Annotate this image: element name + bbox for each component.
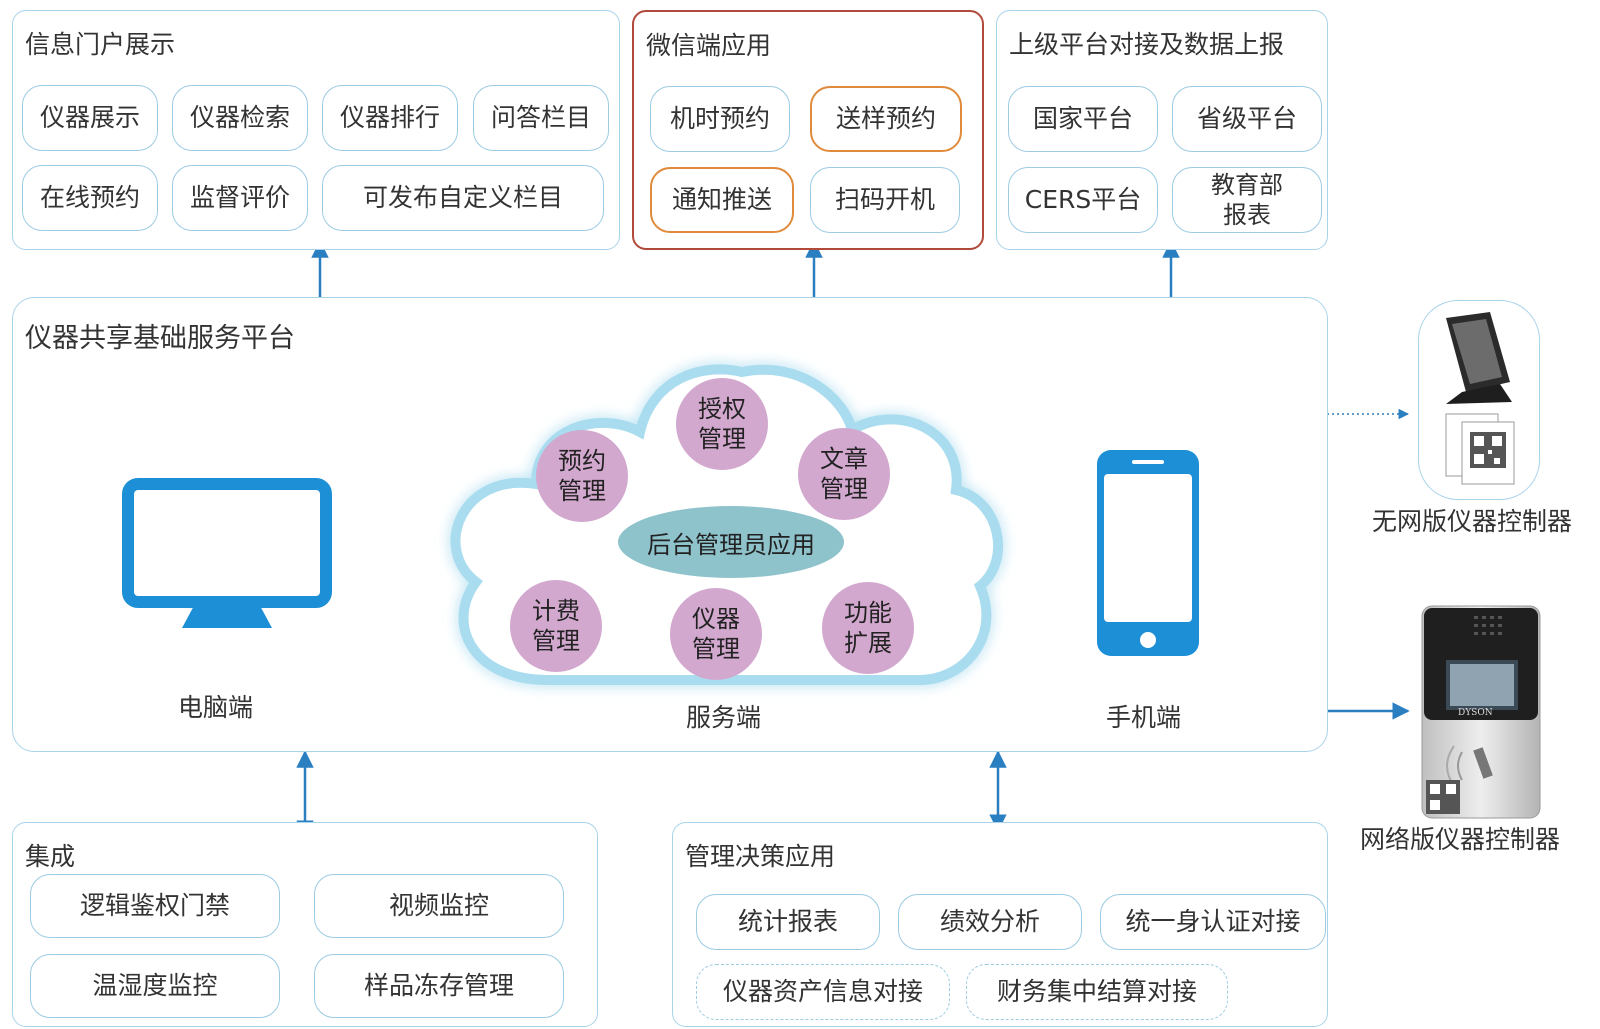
chip-finance-settlement[interactable]: 财务集中结算对接 bbox=[966, 964, 1228, 1020]
module-billing[interactable]: 计费管理 bbox=[510, 580, 602, 672]
online-device-brand: DYSON bbox=[1458, 708, 1493, 718]
chip-sample-storage[interactable]: 样品冻存管理 bbox=[314, 954, 564, 1018]
pc-label: 电脑端 bbox=[178, 693, 254, 722]
chip-statistics-report[interactable]: 统计报表 bbox=[696, 894, 880, 950]
chip-scan-to-start[interactable]: 扫码开机 bbox=[810, 167, 960, 233]
chip-national-platform[interactable]: 国家平台 bbox=[1008, 86, 1158, 152]
module-extension[interactable]: 功能扩展 bbox=[822, 582, 914, 674]
decision-title: 管理决策应用 bbox=[685, 842, 836, 871]
mobile-label: 手机端 bbox=[1106, 703, 1182, 732]
platform-title: 仪器共享基础服务平台 bbox=[25, 323, 295, 354]
server-label: 服务端 bbox=[686, 703, 762, 732]
chip-humidity-monitor[interactable]: 温湿度监控 bbox=[30, 954, 280, 1018]
chip-asset-info[interactable]: 仪器资产信息对接 bbox=[696, 964, 950, 1020]
chip-instrument-display[interactable]: 仪器展示 bbox=[22, 85, 158, 151]
admin-center[interactable]: 后台管理员应用 bbox=[618, 506, 844, 578]
offline-device-label: 无网版仪器控制器 bbox=[1372, 507, 1573, 536]
module-booking[interactable]: 预约管理 bbox=[536, 430, 628, 522]
chip-sample-booking[interactable]: 送样预约 bbox=[810, 86, 962, 152]
chip-supervision-review[interactable]: 监督评价 bbox=[172, 165, 308, 231]
chip-cers-platform[interactable]: CERS平台 bbox=[1008, 167, 1158, 233]
module-authorization[interactable]: 授权管理 bbox=[676, 378, 768, 470]
chip-unified-auth[interactable]: 统一身认证对接 bbox=[1100, 894, 1326, 950]
online-device-label: 网络版仪器控制器 bbox=[1360, 825, 1561, 854]
wechat-title: 微信端应用 bbox=[646, 31, 772, 60]
chip-access-control[interactable]: 逻辑鉴权门禁 bbox=[30, 874, 280, 938]
chip-notification-push[interactable]: 通知推送 bbox=[650, 167, 794, 233]
chip-instrument-search[interactable]: 仪器检索 bbox=[172, 85, 308, 151]
chip-online-booking[interactable]: 在线预约 bbox=[22, 165, 158, 231]
chip-performance-analysis[interactable]: 绩效分析 bbox=[898, 894, 1082, 950]
module-instrument[interactable]: 仪器管理 bbox=[670, 588, 762, 680]
integration-title: 集成 bbox=[25, 842, 76, 871]
chip-video-monitor[interactable]: 视频监控 bbox=[314, 874, 564, 938]
chip-instrument-ranking[interactable]: 仪器排行 bbox=[322, 85, 458, 151]
chip-ministry-report[interactable]: 教育部 报表 bbox=[1172, 167, 1322, 233]
ministry-report-text: 教育部 报表 bbox=[1211, 171, 1283, 229]
chip-custom-column[interactable]: 可发布自定义栏目 bbox=[322, 165, 604, 231]
offline-device-frame bbox=[1418, 300, 1540, 500]
chip-qa-column[interactable]: 问答栏目 bbox=[473, 85, 609, 151]
superior-title: 上级平台对接及数据上报 bbox=[1009, 30, 1285, 59]
info-portal-title: 信息门户展示 bbox=[25, 30, 176, 59]
module-article[interactable]: 文章管理 bbox=[798, 428, 890, 520]
chip-provincial-platform[interactable]: 省级平台 bbox=[1172, 86, 1322, 152]
chip-time-booking[interactable]: 机时预约 bbox=[650, 86, 790, 152]
